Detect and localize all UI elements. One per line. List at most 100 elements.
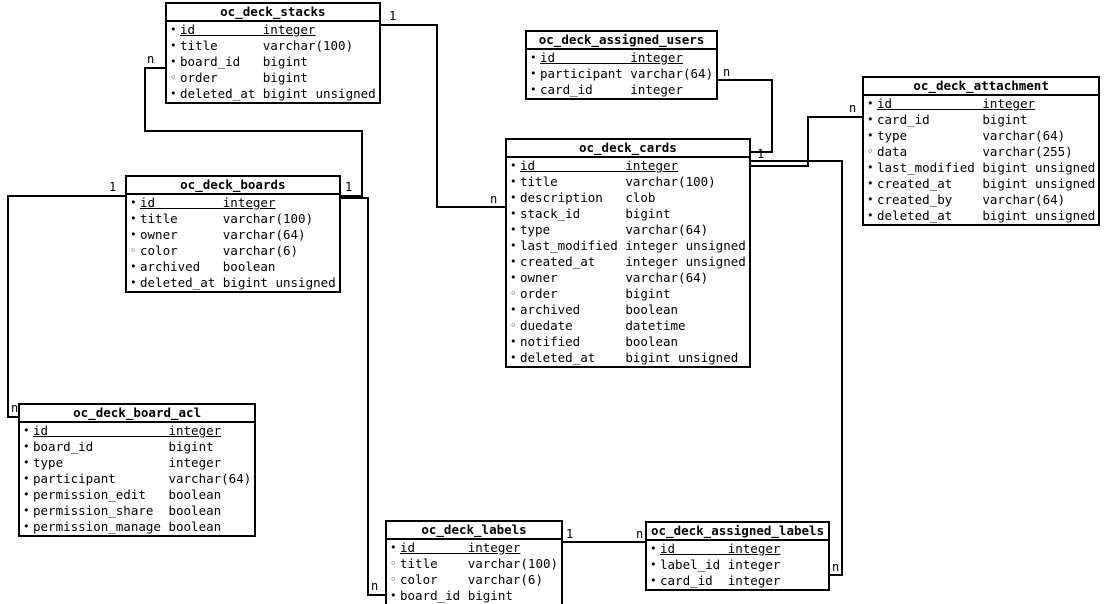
column-text: duedate datetime [520,318,686,333]
column-text: deleted_at bigint unsigned [877,208,1096,223]
notnull-marker-icon: • [390,589,397,602]
column-row: ◦ data varchar(255) [864,144,1098,160]
notnull-marker-icon: • [867,177,874,190]
notnull-marker-icon: • [23,520,30,533]
column-text: id integer [140,195,276,210]
entity-table-oc_deck_boards[interactable]: oc_deck_boards • id integer • title varc… [125,175,341,293]
column-row: ◦ duedate datetime [507,318,749,334]
column-row: ◦ title varchar(100) [387,556,561,572]
column-text: id integer [33,423,222,438]
column-text: stack_id bigint [520,206,671,221]
nullable-marker-icon: ◦ [130,244,137,257]
notnull-marker-icon: • [650,574,657,587]
column-text: title varchar(100) [140,211,314,226]
column-text: participant varchar(64) [33,471,252,486]
column-row: • type integer [20,455,254,471]
column-row: • participant varchar(64) [20,471,254,487]
nullable-marker-icon: ◦ [510,319,517,332]
relationship-oc_deck_cards--oc_deck_attachment [746,116,868,167]
entity-table-oc_deck_cards[interactable]: oc_deck_cards • id integer • title varch… [505,138,751,368]
relationship-oc_deck_boards--oc_deck_stacks [144,67,363,197]
entity-table-oc_deck_labels[interactable]: oc_deck_labels • id integer ◦ title varc… [385,520,564,604]
cardinality-label: 1 [109,180,116,194]
column-row: • type varchar(64) [864,128,1098,144]
column-text: data varchar(255) [877,144,1073,159]
notnull-marker-icon: • [23,504,30,517]
column-row: • last_modified integer unsigned [507,238,749,254]
column-row: • created_by varchar(64) [864,192,1098,208]
column-text: card_id integer [660,573,781,588]
cardinality-label: n [11,401,18,415]
column-text: created_at integer unsigned [520,254,746,269]
notnull-marker-icon: • [510,159,517,172]
column-row: • card_id integer [527,82,716,98]
column-text: owner varchar(64) [520,270,709,285]
column-text: title varchar(100) [400,556,559,571]
primary-key-row: • id integer [127,195,339,211]
primary-key-row: • id integer [527,50,716,66]
column-text: permission_share boolean [33,503,222,518]
column-row: • description clob [507,190,749,206]
notnull-marker-icon: • [23,456,30,469]
notnull-marker-icon: • [23,488,30,501]
column-row: • board_id bigint [20,439,254,455]
column-row: • deleted_at bigint unsigned [167,86,379,102]
cardinality-label: 1 [345,180,352,194]
cardinality-label: n [490,192,497,206]
column-row: • deleted_at bigint unsigned [507,350,749,366]
cardinality-label: n [723,65,730,79]
column-row: • participant varchar(64) [527,66,716,82]
notnull-marker-icon: • [170,39,177,52]
entity-table-oc_deck_assigned_users[interactable]: oc_deck_assigned_users • id integer • pa… [525,30,719,100]
column-row: • permission_share boolean [20,503,254,519]
column-row: • created_at bigint unsigned [864,176,1098,192]
relationship-oc_deck_cards--oc_deck_assigned_labels [746,160,843,576]
column-row: ◦ order bigint [507,286,749,302]
table-columns: • id integer • participant varchar(64) •… [527,50,716,98]
notnull-marker-icon: • [867,193,874,206]
cardinality-label: n [832,560,839,574]
notnull-marker-icon: • [530,51,537,64]
column-text: card_id integer [540,82,683,97]
table-name: oc_deck_board_acl [20,405,255,423]
column-text: board_id bigint [400,588,513,603]
cardinality-label: n [849,101,856,115]
column-text: type varchar(64) [877,128,1066,143]
column-row: • card_id integer [647,573,828,589]
column-row: • created_at integer unsigned [507,254,749,270]
primary-key-row: • id integer [20,423,254,439]
column-text: order bigint [520,286,671,301]
table-columns: • id integer • title varchar(100) • owne… [127,195,339,291]
column-row: • deleted_at bigint unsigned [864,208,1098,224]
column-row: • type varchar(64) [507,222,749,238]
notnull-marker-icon: • [170,23,177,36]
column-text: title varchar(100) [180,38,354,53]
column-text: color varchar(6) [400,572,543,587]
entity-table-oc_deck_board_acl[interactable]: oc_deck_board_acl • id integer • board_i… [18,403,257,537]
notnull-marker-icon: • [510,303,517,316]
nullable-marker-icon: ◦ [390,573,397,586]
column-row: • permission_edit boolean [20,487,254,503]
column-row: • stack_id bigint [507,206,749,222]
table-name: oc_deck_attachment [864,78,1099,96]
entity-table-oc_deck_assigned_labels[interactable]: oc_deck_assigned_labels • id integer • l… [645,521,831,591]
entity-table-oc_deck_attachment[interactable]: oc_deck_attachment • id integer • card_i… [862,76,1101,226]
nullable-marker-icon: ◦ [867,145,874,158]
primary-key-row: • id integer [864,96,1098,112]
column-row: • archived boolean [507,302,749,318]
column-text: last_modified bigint unsigned [877,160,1096,175]
column-text: id integer [400,540,521,555]
table-columns: • id integer • label_id integer • card_i… [647,541,828,589]
relationship-oc_deck_stacks--oc_deck_cards [375,24,512,208]
notnull-marker-icon: • [867,161,874,174]
notnull-marker-icon: • [510,351,517,364]
table-name: oc_deck_boards [127,177,339,195]
column-text: permission_manage boolean [33,519,222,534]
notnull-marker-icon: • [530,83,537,96]
column-row: • title varchar(100) [127,211,339,227]
notnull-marker-icon: • [23,472,30,485]
entity-table-oc_deck_stacks[interactable]: oc_deck_stacks • id integer • title varc… [165,2,381,104]
column-text: card_id bigint [877,112,1028,127]
column-row: • board_id bigint [387,588,561,604]
